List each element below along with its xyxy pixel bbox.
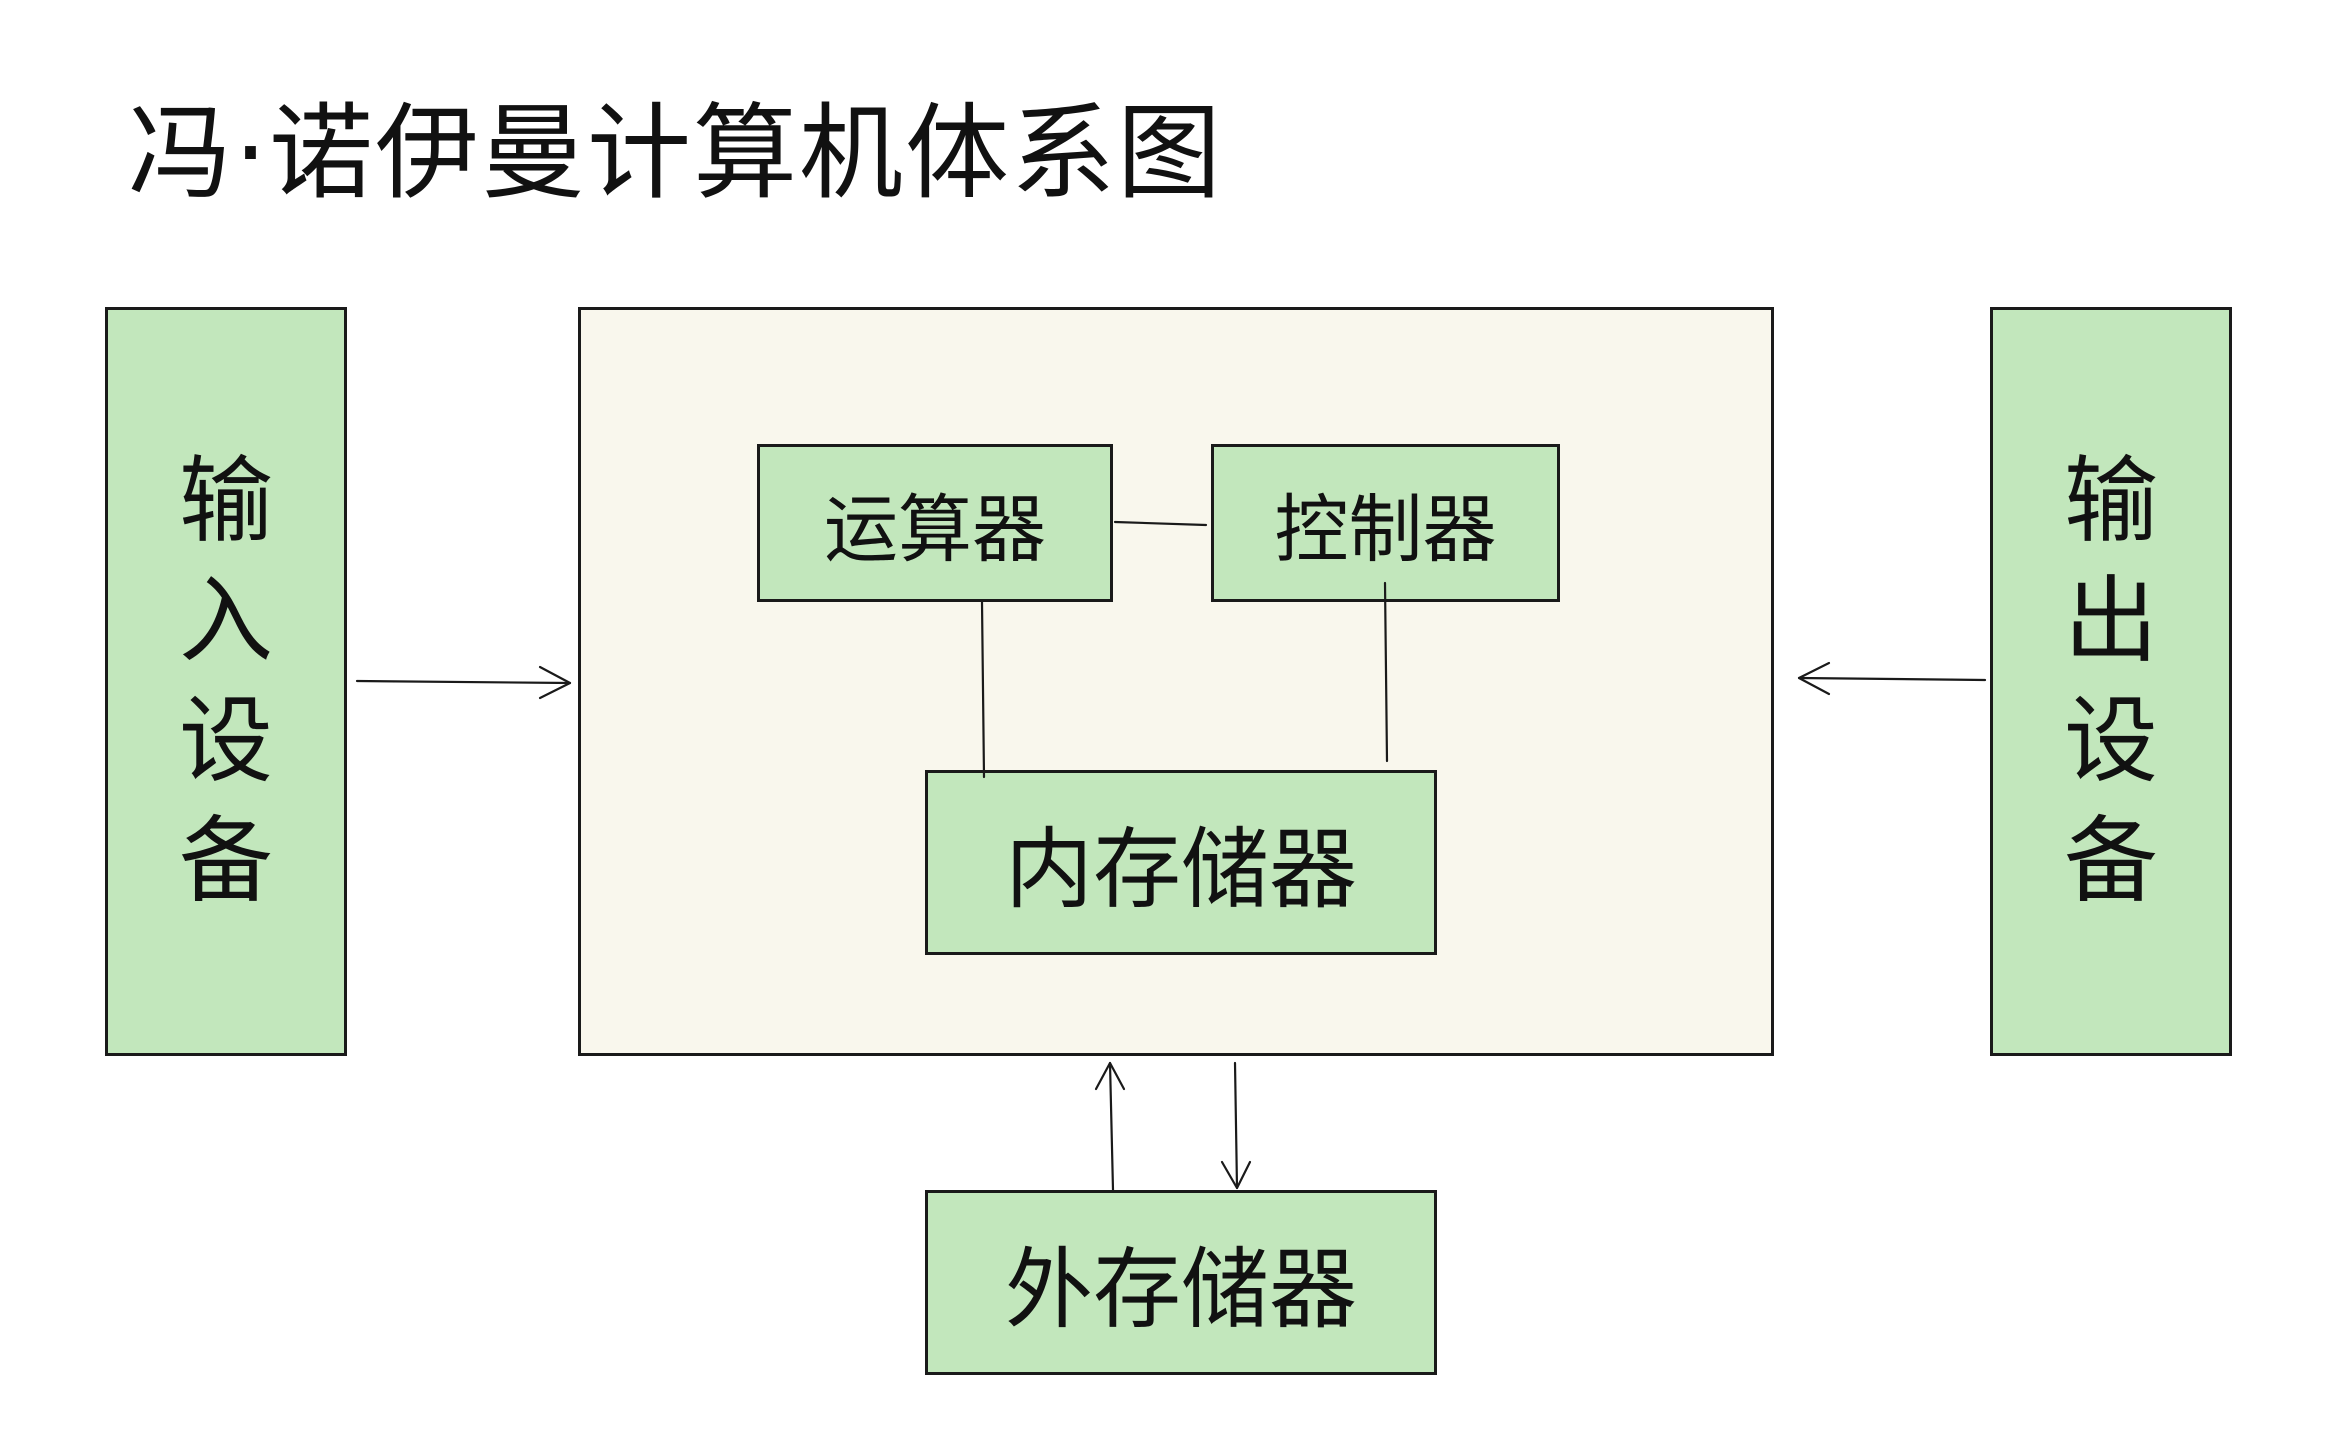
input-device-node: 输入设备 (105, 307, 347, 1056)
alu-node: 运算器 (757, 444, 1113, 602)
main-memory-node: 内存储器 (925, 770, 1437, 955)
external-memory-node: 外存储器 (925, 1190, 1437, 1375)
main-memory-label: 内存储器 (1004, 818, 1357, 921)
edge-external-to-cpu (1094, 1061, 1126, 1192)
edge-cpu-to-external (1220, 1061, 1252, 1190)
external-memory-label: 外存储器 (1004, 1238, 1357, 1341)
edge-input-to-cpu (355, 665, 572, 700)
controller-label: 控制器 (1274, 486, 1497, 573)
output-device-label: 输出设备 (2063, 446, 2158, 916)
alu-label: 运算器 (824, 486, 1046, 573)
input-device-label: 输入设备 (178, 446, 273, 916)
edge-output-to-cpu (1797, 661, 1987, 696)
output-device-node: 输出设备 (1990, 307, 2232, 1056)
diagram-title: 冯·诺伊曼计算机体系图 (128, 92, 1224, 214)
controller-node: 控制器 (1211, 444, 1560, 602)
